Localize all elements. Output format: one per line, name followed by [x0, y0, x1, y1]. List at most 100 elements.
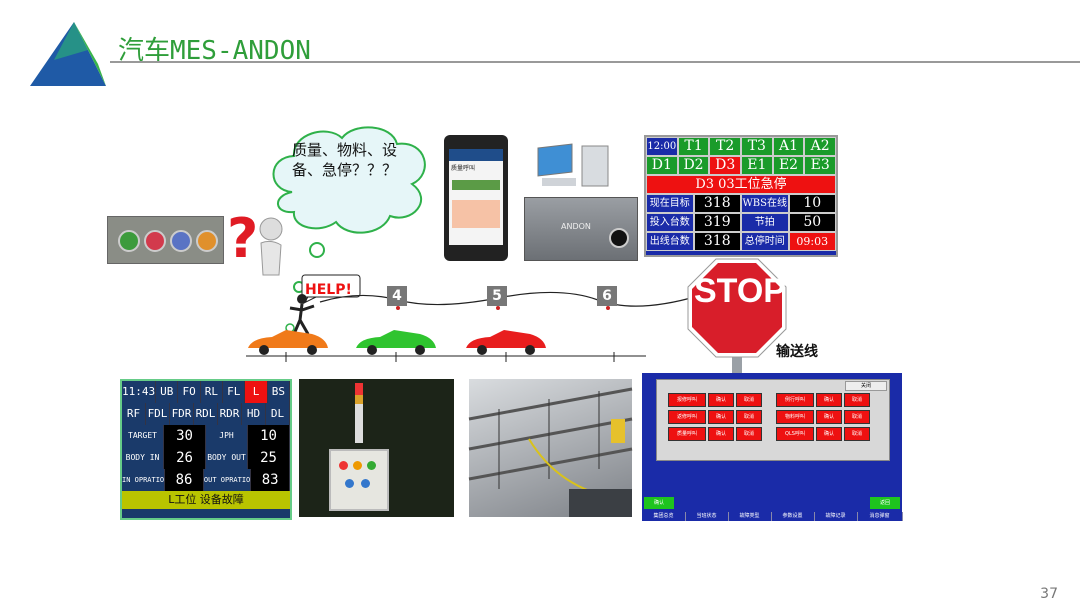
metric-label: 总停时间: [741, 232, 789, 251]
hmi-close-button[interactable]: 关闭: [845, 381, 887, 391]
andon-light-photo: [299, 379, 454, 517]
board-row-1: 11:43 UB FO RL FL L BS: [122, 381, 290, 403]
andon-cell: A1: [772, 137, 805, 156]
hmi-tab[interactable]: 消息弹窗: [857, 512, 903, 521]
station-marker: 5: [487, 286, 507, 306]
board-metric-value: 30: [164, 425, 206, 447]
hmi-confirm-button[interactable]: 确认: [816, 410, 842, 424]
board-cell: BS: [268, 381, 290, 403]
andon-row-1: 12:00 T1 T2 T3 A1 A2: [646, 137, 837, 156]
board-cell: RF: [122, 403, 146, 425]
hmi-call-screen: 关闭 报修呼叫 确认 取消 例行呼叫 确认 取消 返修呼叫 确认 取消 物料呼叫…: [642, 373, 903, 521]
hmi-cancel-button[interactable]: 取消: [736, 410, 762, 424]
metric-label: 出线台数: [646, 232, 694, 251]
andon-metric-row: 出线台数 318 总停时间 09:03: [646, 232, 836, 251]
andon-cell: T1: [677, 137, 710, 156]
hmi-cancel-button[interactable]: 取消: [844, 427, 870, 441]
metric-label: 投入台数: [646, 213, 694, 232]
board-metric-label: TARGET: [122, 425, 164, 447]
board-cell: FDL: [146, 403, 170, 425]
hmi-cancel-button[interactable]: 取消: [844, 410, 870, 424]
hmi-confirm-button[interactable]: 确认: [708, 427, 734, 441]
andon-cell: D1: [646, 156, 678, 175]
line-status-board: 11:43 UB FO RL FL L BS RF FDL FDR RDL RD…: [120, 379, 292, 520]
metric-value: 319: [693, 213, 741, 232]
thought-cloud-icon: [272, 126, 426, 258]
red-button-icon: [144, 230, 166, 252]
hmi-tab[interactable]: 参数设置: [771, 512, 815, 521]
orange-button-icon: [196, 230, 218, 252]
stop-sign-label: STOP: [694, 272, 786, 310]
board-metric-label: BODY IN: [122, 447, 164, 469]
andon-cell: E1: [741, 156, 773, 175]
hmi-call-button[interactable]: 报修呼叫: [668, 393, 706, 407]
conveyor-line: [246, 352, 646, 362]
hmi-call-button[interactable]: 物料呼叫: [776, 410, 814, 424]
board-cell: RDR: [218, 403, 242, 425]
board-metric-label: IN OPRATIO: [122, 469, 166, 491]
hmi-call-button[interactable]: 返修呼叫: [668, 410, 706, 424]
ceiling-structure-icon: [468, 387, 633, 517]
hmi-tab[interactable]: 当班状态: [685, 512, 729, 521]
board-metric-label: BODY OUT: [206, 447, 248, 469]
board-metric-value: 10: [248, 425, 290, 447]
pull-cord-photo: [468, 379, 633, 517]
metric-value: 50: [788, 213, 836, 232]
board-metric-row: BODY IN 26 BODY OUT 25: [122, 447, 290, 469]
hmi-tab[interactable]: 故障记录: [814, 512, 858, 521]
board-metric-row: IN OPRATIO 86 OUT OPRATIO 83: [122, 469, 291, 491]
andon-cell: D2: [677, 156, 710, 175]
phone-list: [452, 200, 500, 228]
question-person-icon: ?: [227, 207, 283, 276]
hmi-tab[interactable]: 集团总览: [642, 512, 686, 521]
andon-cell-alert: D3: [709, 156, 742, 175]
board-cell-alert: L: [245, 381, 268, 403]
andon-time: 12:00: [646, 137, 678, 156]
control-box-icon: [329, 449, 389, 511]
board-row-2: RF FDL FDR RDL RDR HD DL: [122, 403, 290, 425]
hmi-confirm-button[interactable]: 确认: [816, 393, 842, 407]
board-cell: DL: [266, 403, 290, 425]
phone-screen: 质量呼叫: [449, 149, 503, 245]
board-cell: RDL: [194, 403, 218, 425]
metric-label: 现在目标: [646, 194, 694, 213]
hmi-tab[interactable]: 故障类型: [728, 512, 772, 521]
hmi-cancel-button[interactable]: 取消: [736, 393, 762, 407]
computer-icon: [537, 143, 609, 187]
board-cell: RL: [201, 381, 224, 403]
page-number: 37: [1040, 586, 1058, 602]
board-time: 11:43: [122, 381, 157, 403]
orange-car-icon: [248, 330, 328, 355]
hmi-call-button[interactable]: 质量呼叫: [668, 427, 706, 441]
hmi-confirm-button[interactable]: 确认: [816, 427, 842, 441]
board-cell: FDR: [170, 403, 194, 425]
hmi-back-button[interactable]: 返回: [870, 497, 900, 509]
phone-device: 质量呼叫: [444, 135, 508, 261]
andon-cell: A2: [804, 137, 837, 156]
thought-text: 质量、物料、设备、急停？？？: [292, 141, 398, 179]
hmi-call-button[interactable]: QLS呼叫: [776, 427, 814, 441]
andon-alarm: D3 03工位急停: [646, 175, 836, 194]
board-cell: FO: [178, 381, 201, 403]
board-metric-value: 86: [165, 469, 204, 491]
phone-call-button: [452, 180, 500, 190]
hmi-ok-button[interactable]: 确认: [644, 497, 674, 509]
andon-alarm-row: D3 03工位急停: [646, 175, 836, 194]
board-metric-row: TARGET 30 JPH 10: [122, 425, 290, 447]
board-metric-value: 26: [164, 447, 206, 469]
device-brand-label: ANDON: [561, 222, 591, 231]
hmi-confirm-button[interactable]: 确认: [708, 410, 734, 424]
hmi-call-button[interactable]: 例行呼叫: [776, 393, 814, 407]
hmi-confirm-button[interactable]: 确认: [708, 393, 734, 407]
andon-metric-row: 投入台数 319 节拍 50: [646, 213, 836, 232]
svg-text:?: ?: [227, 207, 258, 270]
signal-tower-icon: [355, 383, 363, 443]
metric-value: 09:03: [788, 232, 836, 251]
andon-metric-row: 现在目标 318 WBS在线 10: [646, 194, 836, 213]
hmi-cancel-button[interactable]: 取消: [844, 393, 870, 407]
station-marker: 6: [597, 286, 617, 306]
metric-value: 318: [693, 194, 741, 213]
board-metric-value: 25: [248, 447, 290, 469]
hmi-cancel-button[interactable]: 取消: [736, 427, 762, 441]
red-car-icon: [466, 330, 546, 355]
